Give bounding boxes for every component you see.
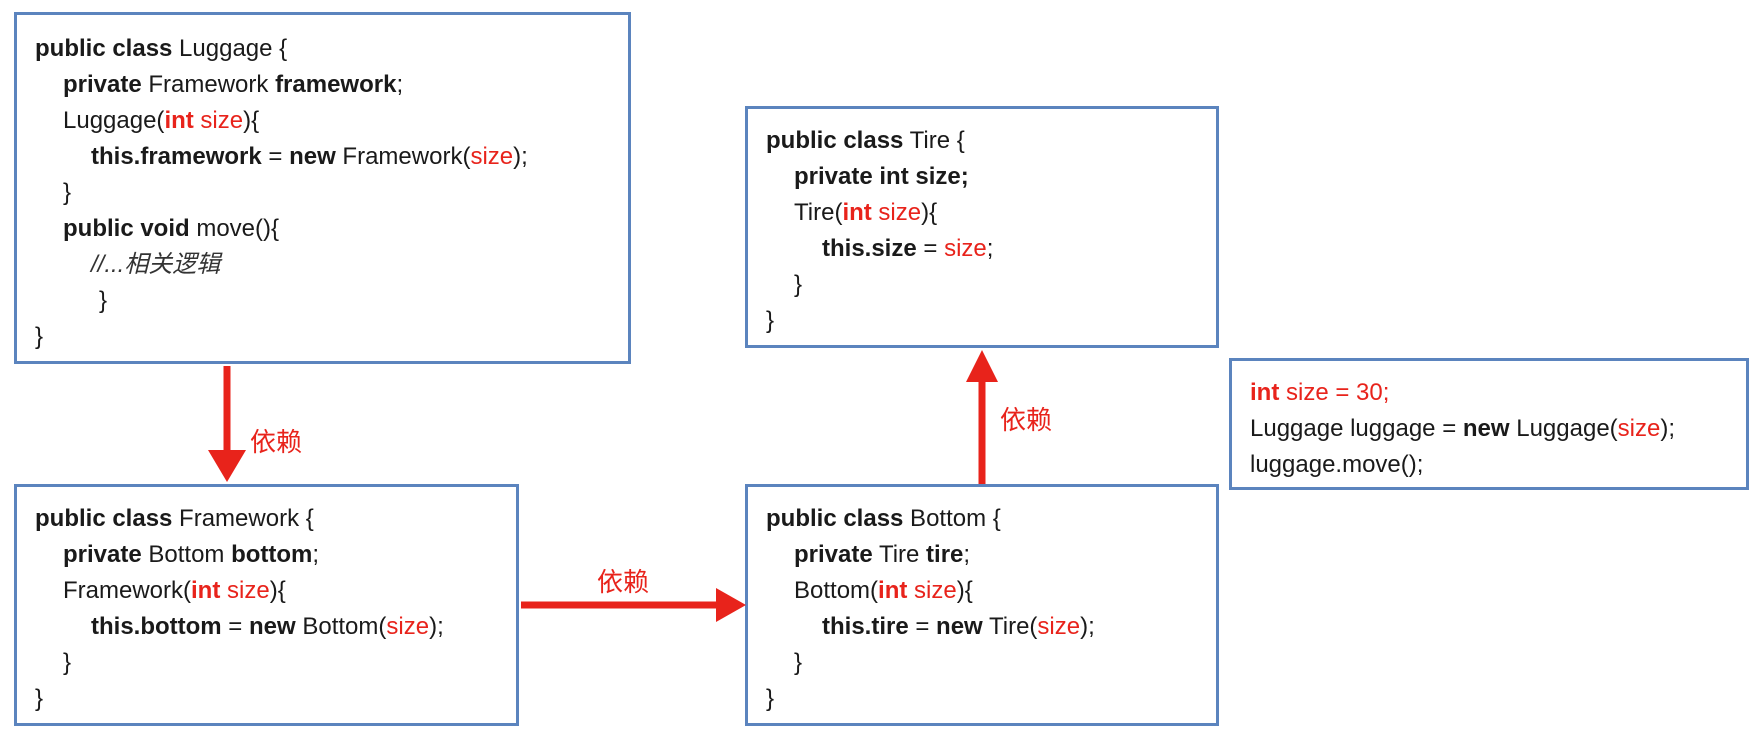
code-line: private Framework framework;	[63, 71, 404, 98]
code-line: this.size = size;	[822, 235, 994, 262]
code-line: Tire(int size){	[794, 199, 938, 226]
code-line: private int size;	[794, 163, 969, 190]
edge-label-bottom-tire: 依赖	[1000, 406, 1053, 436]
arrow-luggage-to-framework	[208, 366, 246, 482]
code-line: public class Bottom {	[766, 505, 1001, 532]
arrow-bottom-to-tire	[966, 350, 998, 484]
code-line: public class Luggage {	[35, 35, 288, 62]
code-line: }	[794, 649, 803, 676]
code-line: Luggage luggage = new Luggage(size);	[1250, 415, 1676, 442]
code-line: public class Tire {	[766, 127, 965, 154]
framework-class-box: public class Framework { private Bottom …	[14, 484, 519, 726]
code-line: }	[35, 323, 44, 350]
code-line: private Tire tire;	[794, 541, 971, 568]
code-line: public class Framework {	[35, 505, 314, 532]
code-line: }	[35, 685, 44, 712]
code-line: }	[766, 307, 775, 334]
code-line: int size = 30;	[1250, 379, 1390, 406]
code-line: }	[99, 287, 108, 314]
code-line: luggage.move();	[1250, 451, 1424, 478]
code-line: }	[766, 685, 775, 712]
edge-label-framework-bottom: 依赖	[597, 568, 650, 598]
code-line: Bottom(int size){	[794, 577, 973, 604]
code-line: public void move(){	[63, 215, 280, 242]
code-line: }	[794, 271, 803, 298]
code-line: this.tire = new Tire(size);	[822, 613, 1095, 640]
code-line: private Bottom bottom;	[63, 541, 320, 568]
luggage-class-box: public class Luggage { private Framework…	[14, 12, 631, 364]
tire-class-box: public class Tire { private int size; Ti…	[745, 106, 1219, 348]
main-usage-box: int size = 30; Luggage luggage = new Lug…	[1229, 358, 1749, 490]
code-line: Luggage(int size){	[63, 107, 260, 134]
code-line: }	[63, 649, 72, 676]
code-line: this.framework = new Framework(size);	[91, 143, 528, 170]
code-line: Framework(int size){	[63, 577, 286, 604]
code-line: }	[63, 179, 72, 206]
bottom-class-box: public class Bottom { private Tire tire;…	[745, 484, 1219, 726]
code-line: this.bottom = new Bottom(size);	[91, 613, 444, 640]
code-comment: //...相关逻辑	[91, 251, 221, 278]
arrow-framework-to-bottom	[521, 588, 746, 622]
edge-label-luggage-framework: 依赖	[250, 428, 303, 458]
